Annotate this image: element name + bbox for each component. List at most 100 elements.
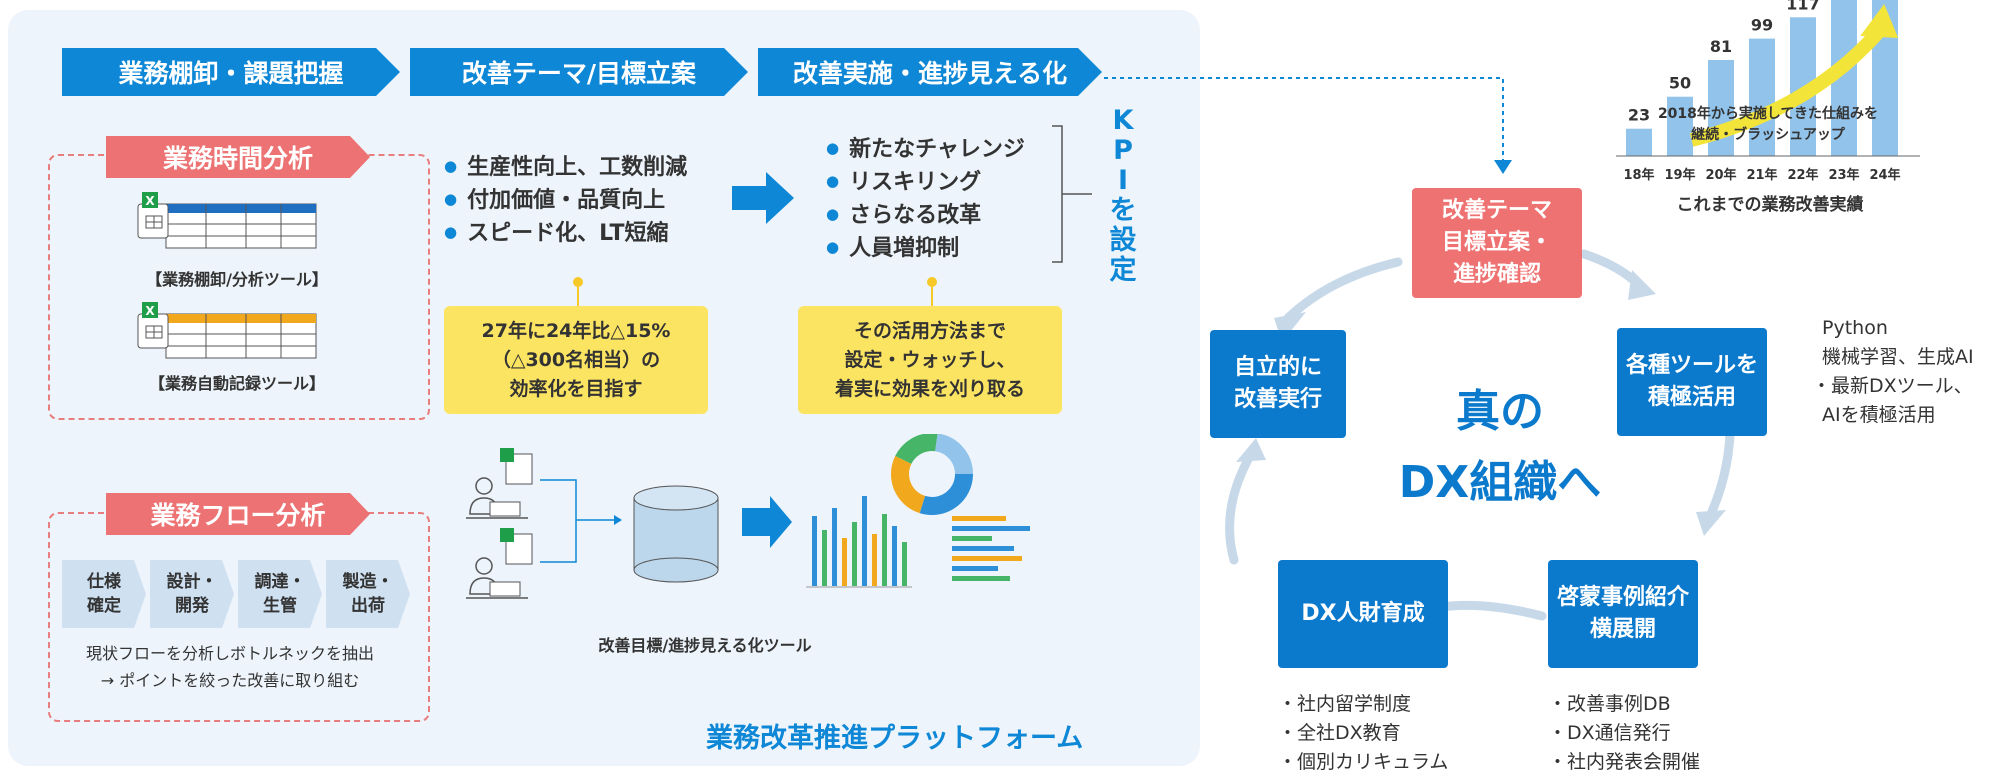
goal-note-line: （△300名相当）の	[491, 348, 661, 371]
person-laptop-icon	[466, 448, 533, 519]
implementation-item: 人員増抑制	[826, 231, 1025, 264]
kpi-char: P	[1113, 135, 1133, 166]
visualization-illustration	[466, 448, 792, 599]
impl-note-line: 着実に効果を刈り取る	[834, 377, 1025, 400]
impl-note-line: 設定・ウォッチし、	[844, 348, 1016, 371]
impl-note-line: その活用方法まで	[853, 319, 1006, 342]
goal-note-connector	[573, 277, 583, 308]
step-implementation-label: 改善実施・進捗見える化	[792, 59, 1068, 88]
sharing-notes: ・改善事例DB ・DX通信発行 ・社内発表会開催	[1548, 690, 1700, 777]
flow-step-line: 確定	[87, 596, 121, 616]
chart-value-label: 23	[1628, 106, 1650, 125]
step-planning-label: 改善テーマ/目標立案	[461, 59, 697, 88]
impl-note-connector	[927, 277, 937, 308]
flow-step-line: 設計・	[166, 572, 218, 592]
node-tools: 各種ツールを 積極活用	[1617, 328, 1767, 436]
flow-description: 現状フローを分析しボトルネックを抽出 → ポイントを絞った改善に取り組む	[60, 640, 400, 694]
step-implementation: 改善実施・進捗見える化	[758, 48, 1102, 96]
chart-x-tick: 23年	[1828, 168, 1860, 183]
tools-notes: Python 機械学習、生成AI ・最新DXツール、 AIを積極活用	[1812, 314, 1974, 430]
flow-step-line: 開発	[175, 596, 209, 616]
chart-bar	[1626, 128, 1652, 156]
connector-dotted-arrow	[1104, 77, 1512, 174]
implementation-note: その活用方法まで 設定・ウォッチし、 着実に効果を刈り取る	[798, 306, 1062, 414]
kpi-label: K P I を 設 定	[1108, 106, 1138, 286]
chart-x-tick: 19年	[1664, 168, 1696, 183]
step-inventory-label: 業務棚卸・課題把握	[118, 59, 344, 88]
person-laptop-icon	[466, 528, 533, 599]
goal-note: 27年に24年比△15% （△300名相当）の 効率化を目指す	[444, 306, 708, 414]
time-analysis-title-text: 業務時間分析	[162, 144, 313, 173]
chart-x-tick: 22年	[1787, 168, 1819, 183]
goal-item: スピード化、LT短縮	[444, 216, 687, 249]
excel-letter: X	[145, 304, 155, 318]
training-note-line: ・全社DX教育	[1278, 722, 1401, 744]
time-analysis-title: 業務時間分析	[106, 136, 370, 178]
node-line: 改善テーマ	[1441, 198, 1552, 223]
cycle-center-line2: DX組織へ	[1398, 457, 1602, 508]
flow-analysis-title-text: 業務フロー分析	[150, 501, 326, 530]
goal-note-line: 27年に24年比△15%	[481, 319, 671, 342]
sharing-note-line: ・DX通信発行	[1548, 722, 1671, 744]
tool1-caption: 【業務棚卸/分析ツール】	[146, 270, 328, 289]
platform-label: 業務改革推進プラットフォーム	[706, 723, 1084, 754]
flow-step-design: 設計・開発	[150, 560, 234, 628]
dashboard-charts-icon	[806, 434, 1030, 588]
chart-annotation-line: 2018年から実施してきた仕組みを	[1657, 106, 1879, 122]
chart-x-tick: 21年	[1746, 168, 1778, 183]
training-notes: ・社内留学制度 ・全社DX教育 ・個別カリキュラム	[1278, 690, 1448, 777]
chart-bar	[1667, 96, 1693, 156]
excel-letter: X	[145, 194, 155, 208]
node-line: 啓蒙事例紹介	[1556, 585, 1689, 610]
training-note-line: ・社内留学制度	[1278, 693, 1412, 715]
implementation-item: さらなる改革	[826, 198, 1025, 231]
training-note-line: ・個別カリキュラム	[1278, 751, 1449, 773]
tool2-caption: 【業務自動記録ツール】	[148, 374, 325, 393]
flow-analysis-title: 業務フロー分析	[106, 493, 370, 535]
implementation-item: 新たなチャレンジ	[826, 132, 1025, 165]
flow-description-line: → ポイントを絞った改善に取り組む	[100, 671, 360, 690]
excel-sheet-icon: X	[137, 192, 317, 249]
tools-note-line: 機械学習、生成AI	[1822, 346, 1974, 368]
excel-sheet-icon: X	[137, 302, 317, 359]
chart-value-label: 117	[1786, 0, 1819, 13]
kpi-char: 設	[1109, 225, 1137, 256]
implementation-item: リスキリング	[826, 165, 1025, 198]
kpi-char: 定	[1109, 255, 1137, 286]
goal-note-line: 効率化を目指す	[509, 377, 643, 400]
chart-annotation-line: 継続・ブラッシュアップ	[1691, 127, 1845, 143]
flow-step-manufacture: 製造・出荷	[326, 560, 410, 628]
chart-title: これまでの業務改善実績	[1676, 195, 1864, 215]
goal-item: 付加価値・品質向上	[444, 183, 687, 216]
trend-arrow-head	[1860, 4, 1899, 38]
node-line: 自立的に	[1233, 355, 1322, 380]
kpi-bracket	[1052, 125, 1092, 263]
right-arrow-icon	[732, 172, 794, 224]
cycle-center-line1: 真の	[1456, 386, 1544, 437]
visualization-tool-caption: 改善目標/進捗見える化ツール	[598, 636, 812, 655]
sharing-note-line: ・社内発表会開催	[1548, 751, 1701, 773]
kpi-char: K	[1112, 105, 1134, 136]
flow-step-procure: 調達・生管	[238, 560, 322, 628]
node-line: 改善実行	[1233, 387, 1322, 412]
chart-x-tick: 20年	[1705, 168, 1737, 183]
right-arrow-icon	[742, 496, 792, 548]
node-line: 進捗確認	[1452, 262, 1541, 287]
flow-step-line: 生管	[263, 596, 297, 616]
chart-x-tick: 24年	[1869, 168, 1901, 183]
database-icon	[633, 485, 719, 583]
flow-step-line: 製造・	[342, 572, 394, 592]
chart-value-label: 99	[1751, 16, 1773, 35]
chart-x-tick: 18年	[1623, 168, 1655, 183]
chart-value-label: 50	[1669, 74, 1691, 93]
node-improvement-theme: 改善テーマ 目標立案・ 進捗確認	[1412, 188, 1582, 298]
sharing-note-line: ・改善事例DB	[1548, 693, 1671, 715]
tools-note-line: Python	[1822, 317, 1888, 339]
chart-annotation: 2018年から実施してきた仕組みを 継続・ブラッシュアップ	[1618, 104, 1918, 146]
goal-item: 生産性向上、工数削減	[444, 150, 687, 183]
tools-note-line: AIを積極活用	[1822, 404, 1936, 426]
implementation-list: 新たなチャレンジ リスキリング さらなる改革 人員増抑制	[826, 132, 1025, 264]
goals-list: 生産性向上、工数削減 付加価値・品質向上 スピード化、LT短縮	[444, 150, 687, 249]
flow-step-spec: 仕様確定	[62, 560, 146, 628]
